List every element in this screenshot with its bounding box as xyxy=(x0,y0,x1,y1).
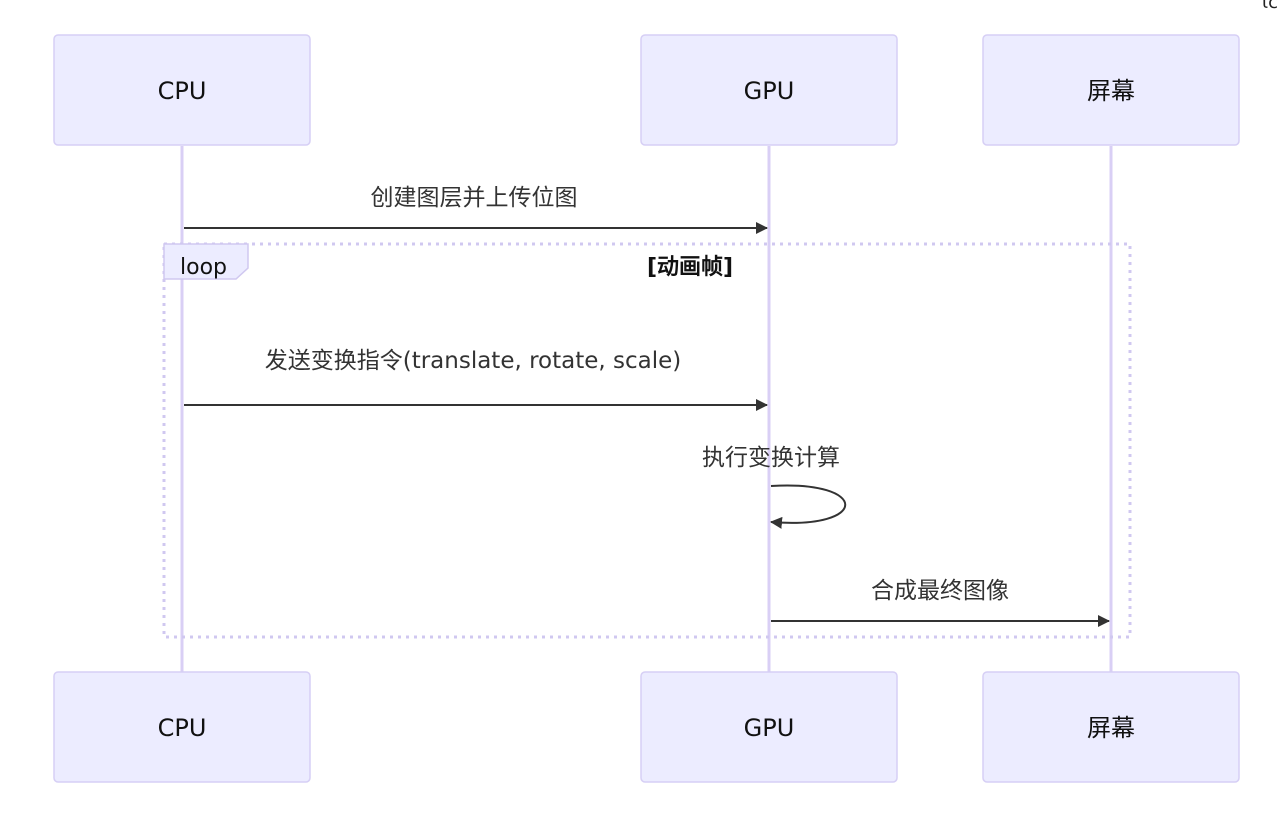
loop-frame xyxy=(162,242,1132,639)
actor-label: 屏幕 xyxy=(1087,714,1135,742)
loop-label: loop xyxy=(180,255,227,280)
actor-label: 屏幕 xyxy=(1087,77,1135,105)
message-create-layer: 创建图层并上传位图 xyxy=(184,185,768,234)
actor-screen-bottom: 屏幕 xyxy=(982,671,1240,783)
actor-label: CPU xyxy=(158,77,207,105)
actor-screen-top: 屏幕 xyxy=(982,34,1240,146)
partial-cursor-glyph: ιc xyxy=(1262,0,1278,13)
loop-label-tab xyxy=(163,243,249,280)
actor-label: GPU xyxy=(744,714,795,742)
actor-label: GPU xyxy=(744,77,795,105)
actor-cpu-bottom: CPU xyxy=(53,671,311,783)
loop-fragment: loop [动画帧] xyxy=(162,242,1132,639)
message-label: 执行变换计算 xyxy=(702,445,840,471)
actor-gpu-bottom: GPU xyxy=(640,671,898,783)
self-loop-arrow xyxy=(770,484,847,529)
message-label: 合成最终图像 xyxy=(871,578,1009,604)
actor-cpu-top: CPU xyxy=(53,34,311,146)
actor-gpu-top: GPU xyxy=(640,34,898,146)
message-send-transform: 发送变换指令(translate, rotate, scale) xyxy=(184,348,768,411)
actor-label: CPU xyxy=(158,714,207,742)
message-label: 发送变换指令(translate, rotate, scale) xyxy=(265,348,682,374)
message-label: 创建图层并上传位图 xyxy=(371,185,578,211)
loop-condition: [动画帧] xyxy=(647,255,733,280)
message-composite: 合成最终图像 xyxy=(771,578,1110,627)
message-self-compute: 执行变换计算 xyxy=(702,445,847,529)
